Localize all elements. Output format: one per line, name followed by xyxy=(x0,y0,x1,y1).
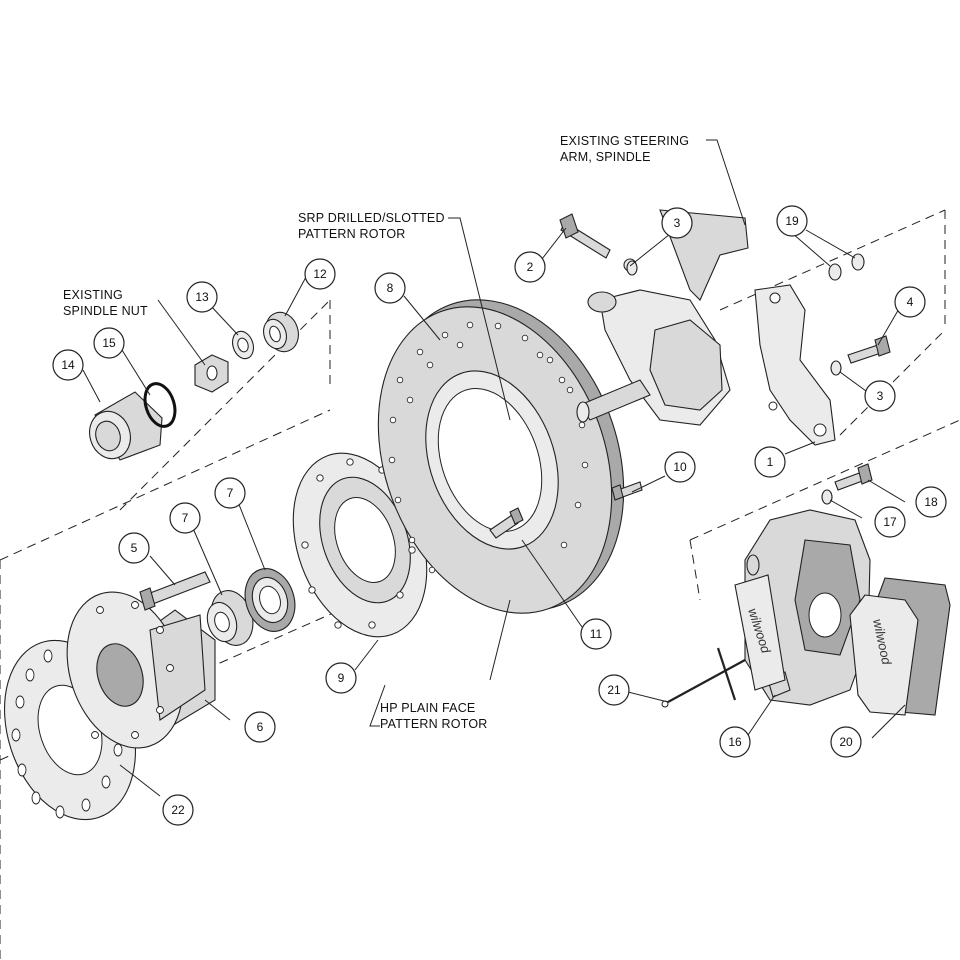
callout-9-num: 9 xyxy=(338,671,345,685)
callout-16: 15 xyxy=(93,327,125,359)
callout-10: 8 xyxy=(374,272,406,304)
bolt-part-19 xyxy=(834,463,873,491)
label-steering-line1: EXISTING STEERING xyxy=(560,134,689,148)
callout-22: 21 xyxy=(598,674,630,706)
label-srp-line1: SRP DRILLED/SLOTTED xyxy=(298,211,445,225)
callout-19-num: 18 xyxy=(924,495,938,509)
callout-14-num: 13 xyxy=(195,290,209,304)
callout-10-num: 8 xyxy=(387,281,394,295)
callout-5: 5 xyxy=(118,532,150,564)
washers-part-20 xyxy=(828,253,865,281)
callout-6-num: 6 xyxy=(257,720,264,734)
caliper-bracket-part-1 xyxy=(754,284,836,446)
hub-part-6 xyxy=(66,591,216,749)
callout-12-num: 11 xyxy=(590,627,603,641)
washer-part-18 xyxy=(821,489,833,505)
callout-23: 22 xyxy=(162,794,194,826)
callout-21: 20 xyxy=(830,726,862,758)
callout-17: 16 xyxy=(719,726,751,758)
caliper-part-17: wilwood xyxy=(734,509,871,706)
label-existing-steering-arm: EXISTING STEERING ARM, SPINDLE xyxy=(560,134,689,164)
callout-13-num: 12 xyxy=(313,267,327,281)
callout-15-num: 14 xyxy=(61,358,75,372)
washer-part-3b xyxy=(830,360,842,376)
drilled-rotor-part-10 xyxy=(377,299,625,614)
callout-9: 9 xyxy=(325,662,357,694)
o-ring-part-16 xyxy=(143,382,177,428)
callout-3b: 3 xyxy=(864,380,896,412)
stud-part-5 xyxy=(139,571,211,611)
callout-5-num: 5 xyxy=(131,541,138,555)
dust-cap-part-15 xyxy=(89,391,163,461)
callout-7: 7 xyxy=(169,502,201,534)
seal-part-8 xyxy=(244,568,296,632)
callout-4: 4 xyxy=(894,286,926,318)
leader-lines xyxy=(82,139,906,797)
label-existing-spindle-nut: EXISTING SPINDLE NUT xyxy=(63,288,148,318)
callout-11: 10 xyxy=(664,451,696,483)
callout-18: 17 xyxy=(874,506,906,538)
stud-part-12 xyxy=(489,507,524,539)
callout-20-num: 19 xyxy=(785,214,799,228)
bolt-part-11 xyxy=(611,481,643,501)
bearing-part-13 xyxy=(263,311,299,353)
callout-6: 6 xyxy=(244,711,276,743)
callout-22-num: 21 xyxy=(607,683,621,697)
callout-18-num: 17 xyxy=(883,515,897,529)
callout-3a-num: 3 xyxy=(674,216,681,230)
callout-7-num: 7 xyxy=(182,511,189,525)
rotor-hat-part-9 xyxy=(292,452,428,638)
label-nut-line1: EXISTING xyxy=(63,288,123,302)
callout-17-num: 16 xyxy=(728,735,742,749)
callout-11-num: 10 xyxy=(673,460,687,474)
label-steering-line2: ARM, SPINDLE xyxy=(560,150,651,164)
callout-4-num: 4 xyxy=(907,295,914,309)
label-hp-rotor: HP PLAIN FACE PATTERN ROTOR xyxy=(380,701,487,731)
callout-12: 11 xyxy=(580,618,612,650)
callout-2: 2 xyxy=(514,251,546,283)
callout-3a: 3 xyxy=(661,207,693,239)
bolt-part-4 xyxy=(847,335,891,364)
spindle-nut xyxy=(194,354,229,393)
label-hp-line1: HP PLAIN FACE xyxy=(380,701,475,715)
callout-2-num: 2 xyxy=(527,260,534,274)
callout-1-num: 1 xyxy=(767,455,774,469)
retaining-pin-part-22 xyxy=(661,647,746,708)
callout-bubbles: 2 3 19 4 3 1 8 12 13 15 14 10 18 17 7 7 … xyxy=(52,205,947,826)
label-hp-line2: PATTERN ROTOR xyxy=(380,717,487,731)
callout-8: 7 xyxy=(214,477,246,509)
bearing-part-7 xyxy=(206,590,254,646)
callout-21-num: 20 xyxy=(839,735,853,749)
callout-20: 19 xyxy=(776,205,808,237)
brake-pads-part-21: wilwood xyxy=(849,577,951,716)
label-srp-rotor: SRP DRILLED/SLOTTED PATTERN ROTOR xyxy=(298,211,445,241)
washer-part-3a xyxy=(626,260,638,276)
callout-1: 1 xyxy=(754,446,786,478)
washer-part-14 xyxy=(232,330,254,360)
label-nut-line2: SPINDLE NUT xyxy=(63,304,148,318)
callout-19: 18 xyxy=(915,486,947,518)
callout-8-num: 7 xyxy=(227,486,234,500)
callout-16-num: 15 xyxy=(102,336,116,350)
callout-13: 12 xyxy=(304,258,336,290)
callout-23-num: 22 xyxy=(171,803,185,817)
label-srp-line2: PATTERN ROTOR xyxy=(298,227,405,241)
callout-3b-num: 3 xyxy=(877,389,884,403)
callout-15: 14 xyxy=(52,349,84,381)
callout-14: 13 xyxy=(186,281,218,313)
